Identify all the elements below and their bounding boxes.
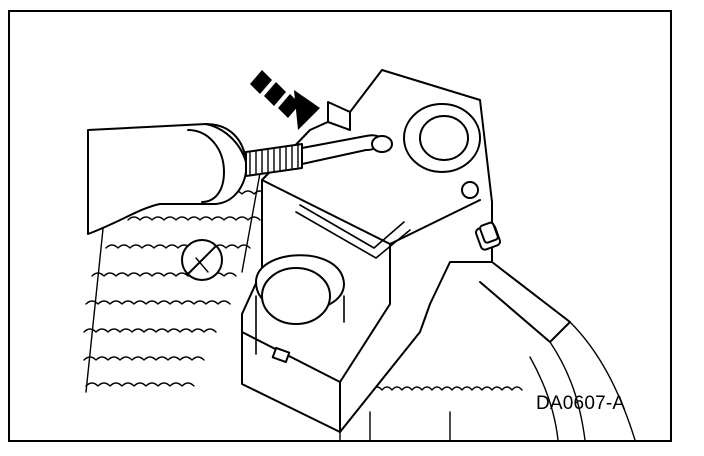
technician-hand bbox=[87, 123, 248, 235]
dowel-pin bbox=[474, 221, 502, 251]
front-notch bbox=[271, 346, 291, 364]
push-direction-arrow-icon bbox=[250, 70, 320, 130]
upper-bore bbox=[403, 103, 481, 173]
vise-jaw-lines bbox=[83, 161, 289, 393]
lower-bore bbox=[255, 254, 345, 355]
figure-id-label: DA0607-A bbox=[536, 393, 626, 414]
technical-illustration bbox=[83, 69, 636, 440]
pick-tool-icon bbox=[245, 134, 393, 177]
illustration-frame: DA0607-A bbox=[8, 10, 672, 442]
vise-screw-head bbox=[181, 239, 223, 281]
small-hole bbox=[461, 181, 479, 199]
